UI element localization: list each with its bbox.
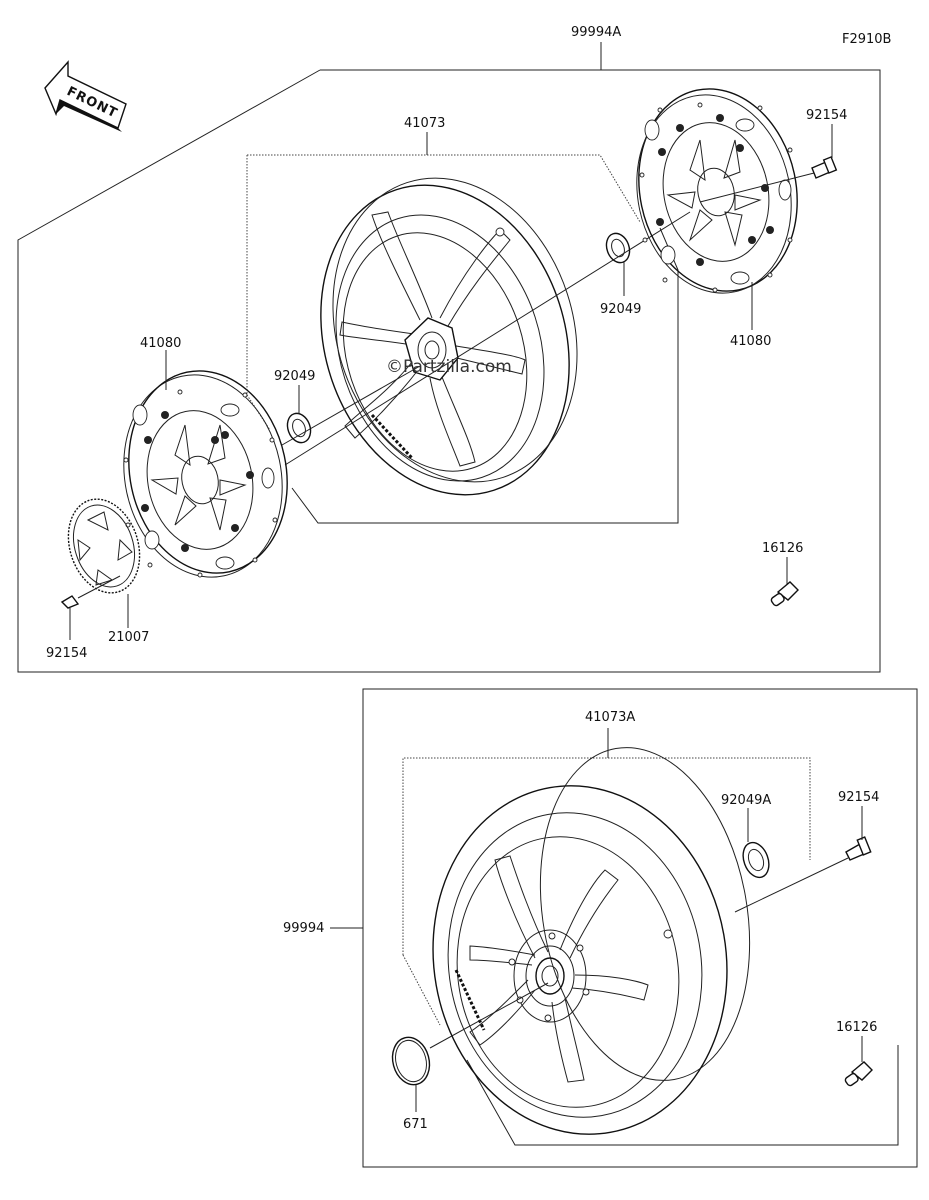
label-92049-right: 92049 xyxy=(600,302,641,317)
label-41080-right: 41080 xyxy=(730,334,771,349)
front-wheel-41073 xyxy=(320,177,578,496)
label-671: 671 xyxy=(403,1117,428,1132)
wheel-41073-frame xyxy=(246,132,679,524)
label-41073: 41073 xyxy=(404,116,445,131)
label-41080-left: 41080 xyxy=(140,336,181,351)
label-92049-left: 92049 xyxy=(274,369,315,384)
seal-92049-right xyxy=(605,232,631,296)
wheel-41073a-frame xyxy=(402,728,899,1146)
brake-disc-41080-right xyxy=(636,88,798,330)
rear-wheel-41073a xyxy=(432,747,751,1135)
sensor-rotor-21007 xyxy=(67,498,141,628)
label-41073a: 41073A xyxy=(585,710,635,725)
label-21007: 21007 xyxy=(108,630,149,645)
valve-16126-top xyxy=(770,557,799,607)
label-99994: 99994 xyxy=(283,921,324,936)
label-92154-top: 92154 xyxy=(806,108,847,123)
figure-code: F2910B xyxy=(842,32,891,47)
label-16126-bottom: 16126 xyxy=(836,1020,877,1035)
label-92049a: 92049A xyxy=(721,793,771,808)
valve-16126-bottom xyxy=(844,1036,873,1087)
o-ring-671 xyxy=(391,1036,431,1112)
label-16126-top: 16126 xyxy=(762,541,803,556)
bottom-assembly-frame xyxy=(330,688,918,1168)
bolt-92154-top xyxy=(699,124,838,203)
bolt-92154-left xyxy=(60,575,121,640)
front-arrow-icon: FRONT xyxy=(44,60,127,132)
label-92154-bottom: 92154 xyxy=(838,790,879,805)
label-99994a: 99994A xyxy=(571,25,621,40)
brake-disc-41080-left xyxy=(123,350,288,578)
seal-92049-left xyxy=(286,385,312,444)
watermark: ©Partzilla.com xyxy=(386,357,512,377)
top-assembly-frame xyxy=(17,42,881,673)
bolt-92154-bottom xyxy=(845,806,872,861)
seal-92049a xyxy=(742,808,770,879)
label-92154-left: 92154 xyxy=(46,646,87,661)
